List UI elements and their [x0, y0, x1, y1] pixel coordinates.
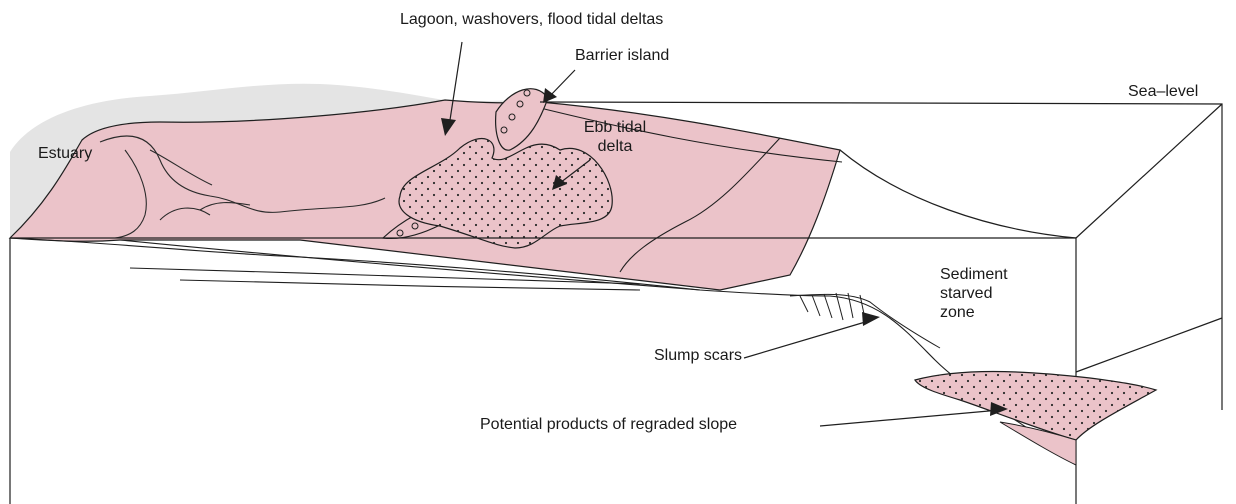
- sediment-starved-zone-label: Sediment starved zone: [940, 265, 1008, 322]
- estuary-label: Estuary: [38, 144, 92, 163]
- ebb-tidal-delta-label: Ebb tidal delta: [575, 118, 655, 156]
- barrier-island-label: Barrier island: [575, 46, 669, 65]
- sea-level-label: Sea–level: [1128, 82, 1198, 101]
- lagoon-label: Lagoon, washovers, flood tidal deltas: [400, 10, 663, 29]
- regraded-slope-label: Potential products of regraded slope: [480, 415, 737, 434]
- slump-scars-label: Slump scars: [654, 346, 742, 365]
